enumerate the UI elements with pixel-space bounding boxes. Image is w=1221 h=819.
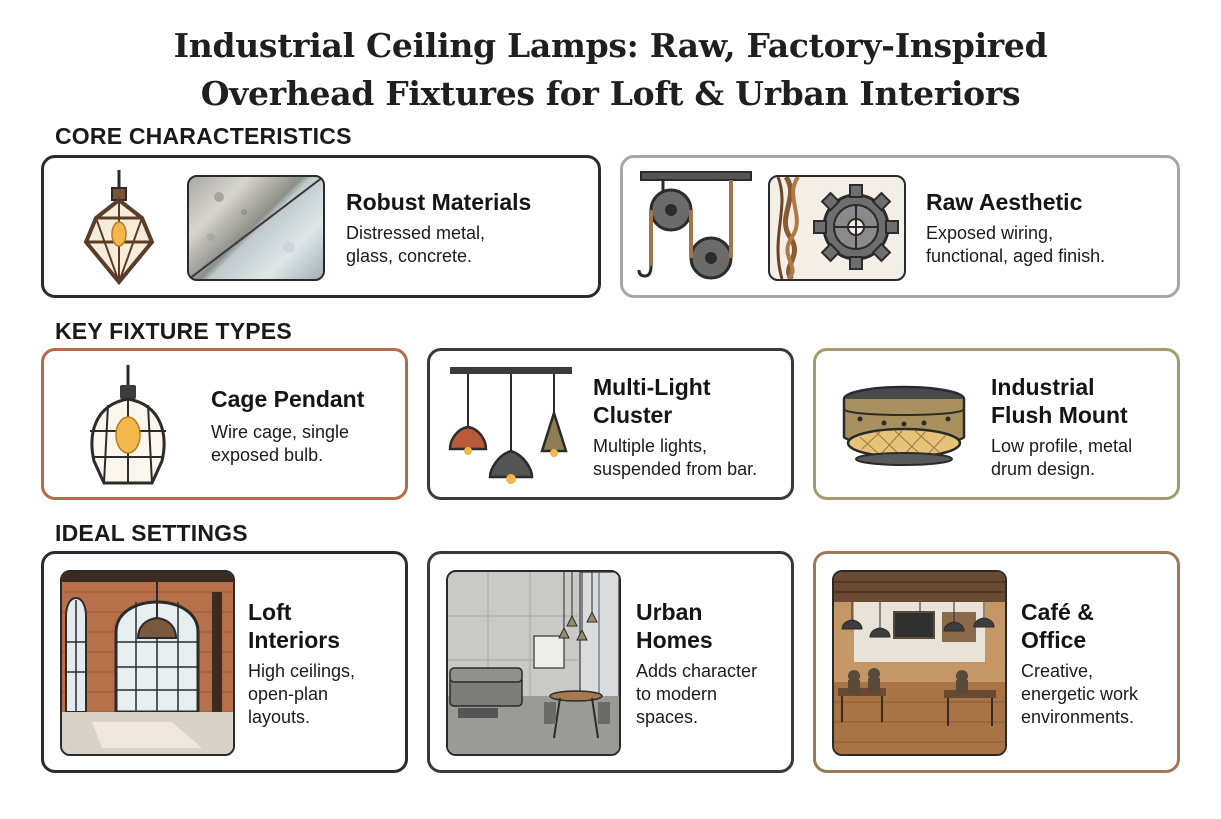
card-multi-light-cluster: Multi-Light Cluster Multiple lights, sus…	[427, 348, 794, 500]
section-heading-ideal-settings: IDEAL SETTINGS	[55, 520, 248, 546]
card-heading: Multi-Light Cluster	[593, 374, 711, 428]
card-description: Creative, energetic work environments.	[1021, 661, 1139, 727]
card-description: Low profile, metal drum design.	[991, 436, 1133, 479]
page-title-line-1: Industrial Ceiling Lamps: Raw, Factory-I…	[173, 26, 1048, 65]
card-urban-homes: Urban Homes Adds character to modern spa…	[427, 551, 794, 773]
pulley-icon	[637, 171, 752, 280]
card-raw-aesthetic: Raw Aesthetic Exposed wiring, functional…	[620, 155, 1180, 298]
cafe-office-image	[832, 570, 1007, 756]
card-heading: Urban Homes	[636, 599, 713, 653]
urban-home-scene	[448, 572, 619, 754]
card-description: Adds character to modern spaces.	[636, 661, 758, 727]
card-cage-pendant: Cage Pendant Wire cage, single exposed b…	[41, 348, 408, 500]
card-heading: Cage Pendant	[211, 386, 365, 412]
cage-pendant-icon	[90, 365, 166, 485]
card-description: Wire cage, single exposed bulb.	[211, 422, 350, 465]
card-cafe-office: Café & Office Creative, energetic work e…	[813, 551, 1180, 773]
multi-light-cluster-icon	[448, 367, 572, 484]
diagonal-seam	[189, 177, 323, 279]
card-description: High ceilings, open-plan layouts.	[248, 661, 356, 727]
page-title: Industrial Ceiling Lamps: Raw, Factory-I…	[0, 22, 1221, 118]
section-heading-core-characteristics: CORE CHARACTERISTICS	[55, 123, 352, 149]
materials-texture-image	[187, 175, 325, 281]
card-description: Multiple lights, suspended from bar.	[593, 436, 758, 479]
loft-scene	[62, 572, 233, 754]
flush-mount-drum-icon	[842, 385, 966, 466]
loft-interior-image	[60, 570, 235, 756]
card-heading: Café & Office	[1021, 599, 1094, 653]
gear-icon	[776, 177, 899, 279]
card-heading: Robust Materials	[346, 189, 532, 215]
card-description: Distressed metal, glass, concrete.	[346, 223, 486, 266]
card-heading: Loft Interiors	[248, 599, 341, 653]
card-robust-materials: Robust Materials Distressed metal, glass…	[41, 155, 601, 298]
wiring-and-gear-image	[768, 175, 906, 281]
geometric-pendant-lamp-icon	[83, 170, 155, 286]
card-heading: Raw Aesthetic	[926, 189, 1083, 215]
page-title-line-2: Overhead Fixtures for Loft & Urban Inter…	[200, 74, 1021, 113]
section-heading-key-fixture-types: KEY FIXTURE TYPES	[55, 318, 292, 344]
card-description: Exposed wiring, functional, aged finish.	[926, 223, 1106, 266]
urban-home-image	[446, 570, 621, 756]
card-heading: Industrial Flush Mount	[991, 374, 1128, 428]
cafe-scene	[834, 572, 1005, 754]
card-loft-interiors: Loft Interiors High ceilings, open-plan …	[41, 551, 408, 773]
card-industrial-flush-mount: Industrial Flush Mount Low profile, meta…	[813, 348, 1180, 500]
